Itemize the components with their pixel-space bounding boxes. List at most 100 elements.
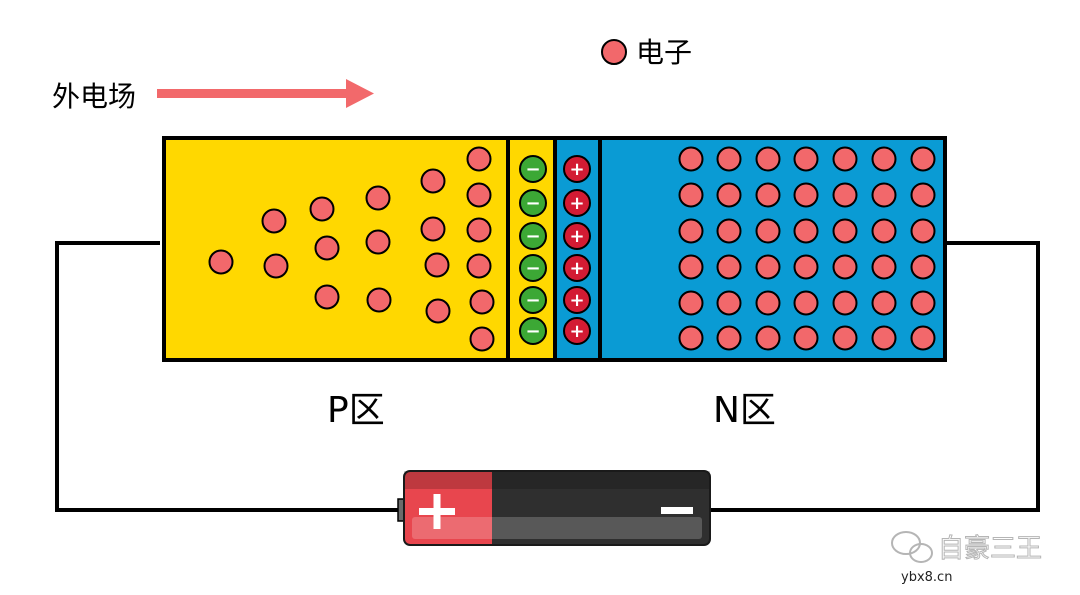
electron bbox=[466, 182, 492, 208]
electron bbox=[793, 254, 819, 280]
electron bbox=[263, 253, 289, 279]
negative-ion bbox=[519, 189, 547, 217]
electron bbox=[366, 287, 392, 313]
battery-outline bbox=[403, 470, 711, 546]
electron bbox=[910, 290, 936, 316]
electron bbox=[425, 298, 451, 324]
electron bbox=[832, 146, 858, 172]
electron bbox=[678, 182, 704, 208]
electron bbox=[871, 325, 897, 351]
electron bbox=[871, 254, 897, 280]
battery bbox=[397, 470, 711, 546]
wechat-icon bbox=[891, 531, 933, 563]
negative-ion bbox=[519, 155, 547, 183]
electron bbox=[678, 254, 704, 280]
electron bbox=[832, 218, 858, 244]
positive-ion-sign: + bbox=[569, 226, 584, 247]
negative-ion-sign: − bbox=[525, 321, 540, 342]
n-region-electrons bbox=[678, 146, 936, 351]
electron bbox=[314, 235, 340, 261]
electron bbox=[309, 196, 335, 222]
field-label: 外电场 bbox=[52, 80, 136, 113]
negative-ion bbox=[519, 254, 547, 282]
electron bbox=[755, 182, 781, 208]
electron bbox=[716, 218, 742, 244]
electron bbox=[910, 146, 936, 172]
electron bbox=[716, 146, 742, 172]
electron bbox=[910, 182, 936, 208]
electron bbox=[716, 182, 742, 208]
n-region bbox=[600, 138, 945, 360]
electron bbox=[755, 254, 781, 280]
negative-ions: − − − − − − bbox=[519, 155, 547, 345]
watermark-text: 自豪三王 bbox=[938, 534, 1042, 564]
electron bbox=[832, 325, 858, 351]
negative-ion bbox=[519, 317, 547, 345]
electron bbox=[365, 229, 391, 255]
electron bbox=[871, 182, 897, 208]
negative-ion-sign: − bbox=[525, 258, 540, 279]
electron bbox=[261, 208, 287, 234]
electron bbox=[793, 182, 819, 208]
electron bbox=[793, 325, 819, 351]
electron bbox=[716, 325, 742, 351]
electron bbox=[469, 326, 495, 352]
electron bbox=[466, 253, 492, 279]
electron bbox=[755, 325, 781, 351]
electron bbox=[755, 218, 781, 244]
battery-minus-icon bbox=[661, 507, 693, 514]
p-region-electrons bbox=[208, 146, 495, 352]
electron bbox=[469, 289, 495, 315]
electron bbox=[208, 249, 234, 275]
negative-ion bbox=[519, 222, 547, 250]
electron bbox=[871, 218, 897, 244]
electron bbox=[871, 146, 897, 172]
circuit-wire bbox=[55, 241, 1040, 512]
electron bbox=[910, 218, 936, 244]
electron bbox=[832, 290, 858, 316]
electron bbox=[716, 254, 742, 280]
n-region-label: N区 bbox=[713, 390, 776, 431]
negative-ion bbox=[519, 286, 547, 314]
positive-ion bbox=[563, 286, 591, 314]
positive-ion bbox=[563, 254, 591, 282]
field-arrow bbox=[157, 79, 374, 108]
positive-ion bbox=[563, 317, 591, 345]
negative-ion-sign: − bbox=[525, 290, 540, 311]
electron bbox=[793, 218, 819, 244]
watermark-url: ybx8.cn bbox=[901, 570, 952, 585]
electron bbox=[314, 284, 340, 310]
electron bbox=[420, 216, 446, 242]
negative-ion-sign: − bbox=[525, 159, 540, 180]
electron bbox=[420, 168, 446, 194]
battery-plus-icon bbox=[419, 494, 455, 529]
electron bbox=[424, 252, 450, 278]
electron bbox=[365, 185, 391, 211]
electron bbox=[755, 290, 781, 316]
electron bbox=[716, 290, 742, 316]
legend-electron-label: 电子 bbox=[636, 36, 692, 69]
positive-ion-sign: + bbox=[569, 290, 584, 311]
electron bbox=[793, 146, 819, 172]
positive-ion bbox=[563, 155, 591, 183]
electron bbox=[678, 218, 704, 244]
electron bbox=[832, 182, 858, 208]
electron bbox=[832, 254, 858, 280]
positive-ion bbox=[563, 222, 591, 250]
positive-ion bbox=[563, 189, 591, 217]
electron bbox=[466, 217, 492, 243]
electron bbox=[678, 146, 704, 172]
positive-ion-sign: + bbox=[569, 159, 584, 180]
positive-ion-sign: + bbox=[569, 193, 584, 214]
negative-ion-sign: − bbox=[525, 193, 540, 214]
electron bbox=[466, 146, 492, 172]
positive-ion-sign: + bbox=[569, 258, 584, 279]
positive-ion-sign: + bbox=[569, 321, 584, 342]
watermark: 自豪三王 ybx8.cn bbox=[891, 531, 1043, 585]
legend-electron-icon bbox=[601, 39, 627, 65]
electron bbox=[793, 290, 819, 316]
positive-ions: + + + + + + bbox=[563, 155, 591, 345]
electron bbox=[871, 290, 897, 316]
negative-ion-sign: − bbox=[525, 226, 540, 247]
